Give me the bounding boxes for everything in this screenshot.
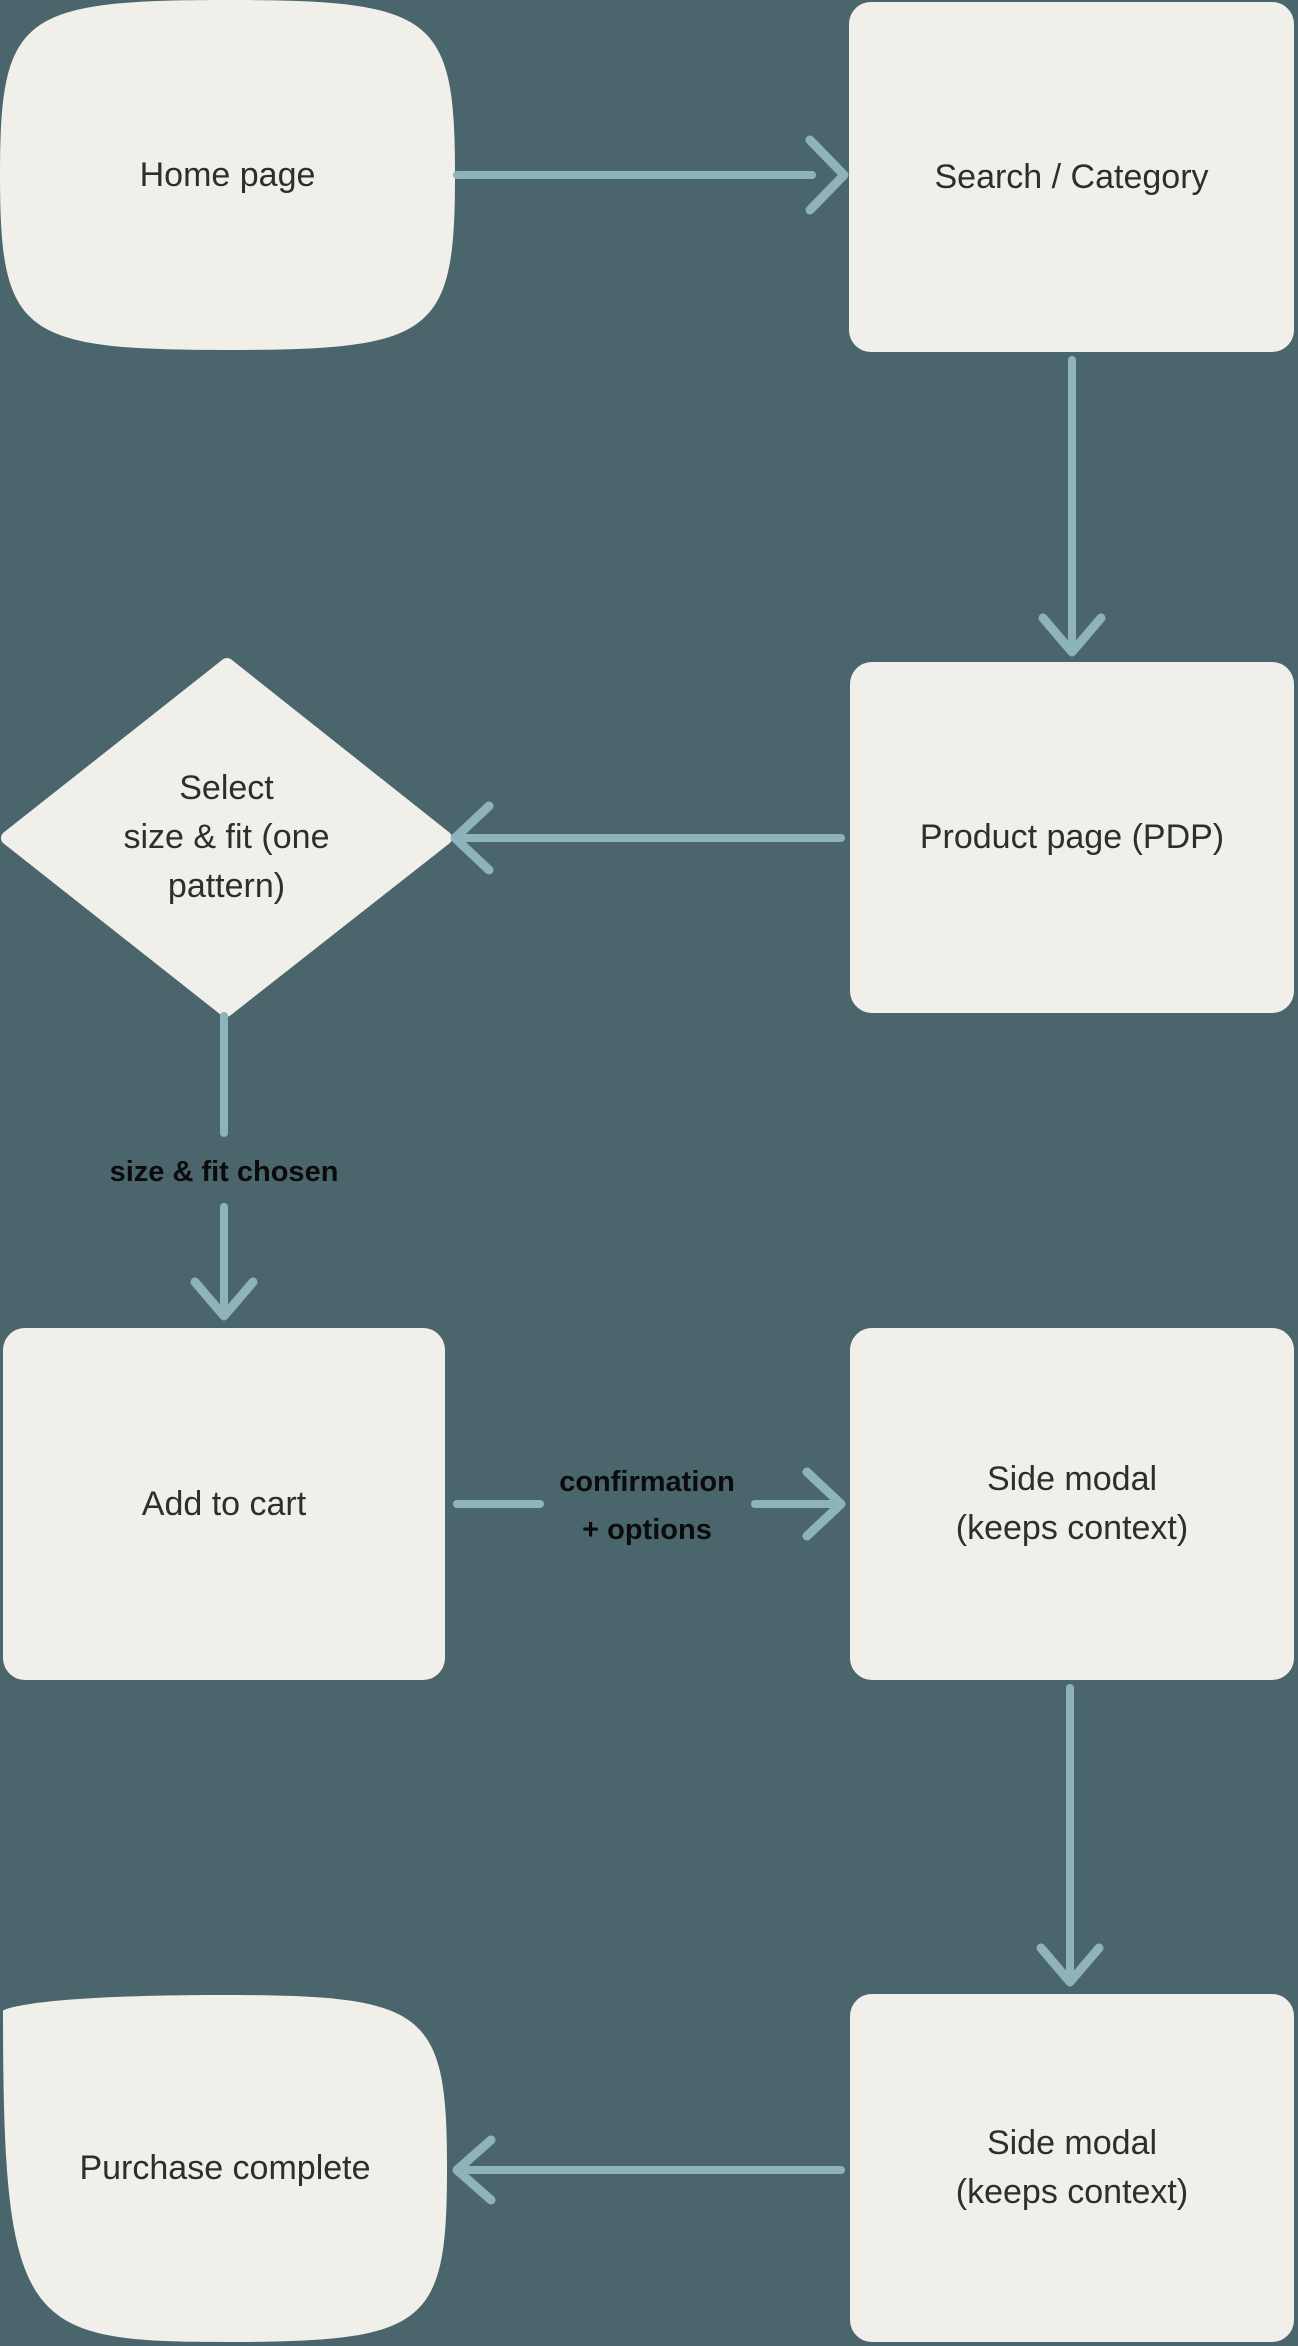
arrowhead-down-icon	[190, 1277, 258, 1321]
edge-side-modal-2-to-purchase-complete	[452, 2135, 845, 2205]
arrowhead-left-icon	[452, 2135, 496, 2205]
edge-select-size-fit-to-add-to-cart	[190, 1012, 258, 1321]
node-shape-home-page	[0, 0, 455, 350]
arrowhead-right-icon	[802, 1467, 846, 1541]
edge-add-to-cart-to-side-modal-1	[453, 1467, 846, 1541]
node-shape-select-size-fit	[1, 658, 452, 1017]
edge-pdp-to-select-size-fit	[450, 801, 845, 875]
edge-home-to-search	[453, 135, 849, 215]
edge-side-modal-1-to-side-modal-2	[1036, 1684, 1104, 1987]
arrowhead-left-icon	[450, 801, 494, 875]
edge-search-to-pdp	[1038, 356, 1106, 657]
arrowhead-down-icon	[1036, 1943, 1104, 1987]
node-shape-side-modal-2	[850, 1994, 1294, 2342]
node-shape-add-to-cart	[3, 1328, 445, 1680]
node-shape-product-page	[850, 662, 1294, 1013]
arrowhead-down-icon	[1038, 613, 1106, 657]
arrowhead-right-icon	[805, 135, 849, 215]
node-shape-purchase-complete	[3, 1995, 447, 2342]
node-shape-search-category	[849, 2, 1294, 352]
node-shape-side-modal-1	[850, 1328, 1294, 1680]
